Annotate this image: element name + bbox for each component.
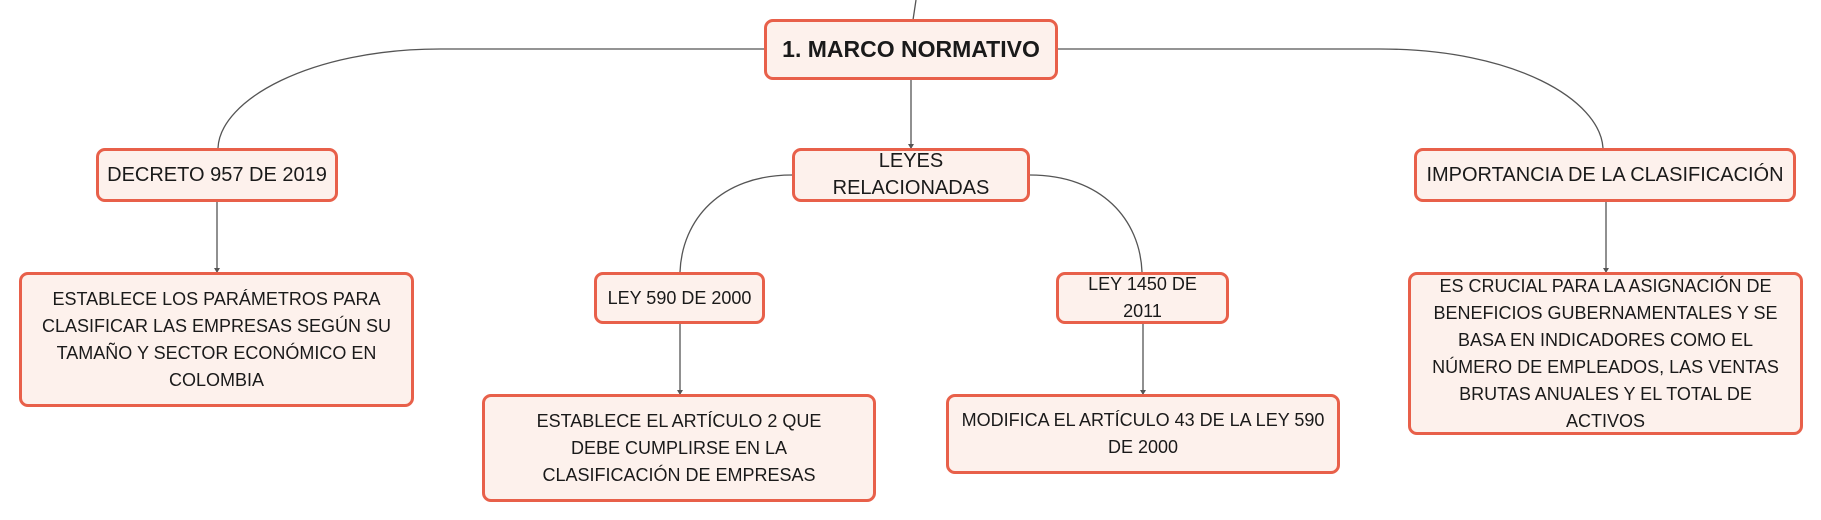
node-decreto[interactable]: DECRETO 957 DE 2019 xyxy=(96,148,338,202)
root-node[interactable]: 1. MARCO NORMATIVO xyxy=(764,19,1058,80)
arrowhead xyxy=(908,144,914,149)
node-leyes[interactable]: LEYES RELACIONADAS xyxy=(792,148,1030,202)
node-importancia-label: IMPORTANCIA DE LA CLASIFICACIÓN xyxy=(1426,163,1784,186)
node-decreto-label: DECRETO 957 DE 2019 xyxy=(107,163,327,186)
node-ley590-detail-text: ESTABLECE EL ARTÍCULO 2 QUE DEBE CUMPLIR… xyxy=(536,410,822,485)
node-ley590-label: LEY 590 DE 2000 xyxy=(607,287,752,308)
node-leyes-label: LEYES RELACIONADAS xyxy=(832,150,990,199)
root-node-label: 1. MARCO NORMATIVO xyxy=(782,36,1040,62)
connector-leyes-to-ley590 xyxy=(679,174,793,273)
node-ley590[interactable]: LEY 590 DE 2000 xyxy=(594,272,765,324)
node-ley590-detail[interactable]: ESTABLECE EL ARTÍCULO 2 QUE DEBE CUMPLIR… xyxy=(482,394,876,502)
arrowhead xyxy=(677,390,683,395)
node-decreto-detail[interactable]: ESTABLECE LOS PARÁMETROS PARA CLASIFICAR… xyxy=(19,272,414,407)
arrowhead xyxy=(214,268,220,273)
connector-incoming xyxy=(912,0,917,21)
node-decreto-detail-text: ESTABLECE LOS PARÁMETROS PARA CLASIFICAR… xyxy=(41,288,392,390)
connector-root-to-decreto xyxy=(217,48,764,149)
node-ley1450-detail-text: MODIFICA EL ARTÍCULO 43 DE LA LEY 590 DE… xyxy=(961,410,1325,457)
node-importancia-detail[interactable]: ES CRUCIAL PARA LA ASIGNACIÓN DE BENEFIC… xyxy=(1408,272,1803,435)
arrowhead xyxy=(1603,268,1609,273)
connector-leyes-to-ley1450 xyxy=(1029,174,1143,273)
node-importancia-detail-text: ES CRUCIAL PARA LA ASIGNACIÓN DE BENEFIC… xyxy=(1432,275,1779,431)
node-importancia[interactable]: IMPORTANCIA DE LA CLASIFICACIÓN xyxy=(1414,148,1796,202)
connector-root-to-importancia xyxy=(1058,48,1604,149)
node-ley1450-detail[interactable]: MODIFICA EL ARTÍCULO 43 DE LA LEY 590 DE… xyxy=(946,394,1340,474)
arrowhead xyxy=(1140,390,1146,395)
node-ley1450-label: LEY 1450 DE 2011 xyxy=(1088,274,1197,321)
node-ley1450[interactable]: LEY 1450 DE 2011 xyxy=(1056,272,1229,324)
